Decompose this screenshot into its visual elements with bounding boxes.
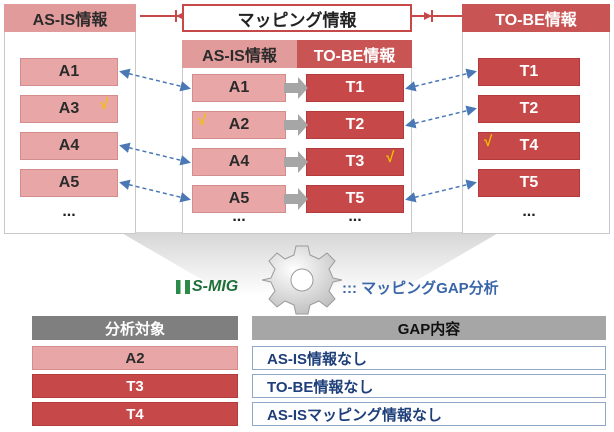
mapping-arrows: [284, 77, 308, 210]
map-asis-more: ...: [232, 208, 246, 225]
mapping-title: マッピング情報: [182, 4, 412, 32]
dashed-links: [119, 68, 477, 203]
gray-right-arrow: [284, 114, 308, 136]
asis-item-a1: A1: [20, 58, 118, 86]
logo-mark-icon: [176, 280, 190, 294]
table-header-target: 分析対象: [32, 316, 238, 340]
tobe-item-t2: T2: [478, 95, 580, 123]
table-row-gap: AS-IS情報なし: [252, 346, 606, 370]
s-mig-logo: S-MIG: [176, 276, 254, 298]
tobe-item-t4: T4: [478, 132, 580, 160]
check-mark-icon: √: [386, 149, 395, 166]
mapping-tobe-header: TO-BE情報: [297, 40, 412, 68]
map-tobe-more: ...: [348, 208, 362, 225]
dashed-double-arrow: [119, 142, 191, 166]
map-tobe-t1: T1: [306, 74, 404, 102]
check-mark-icon: √: [100, 96, 109, 113]
asis-panel-header: AS-IS情報: [4, 4, 136, 32]
map-tobe-t2: T2: [306, 111, 404, 139]
dashed-double-arrow: [405, 105, 477, 129]
map-asis-a4: A4: [192, 148, 286, 176]
table-row-gap: AS-ISマッピング情報なし: [252, 402, 606, 426]
gray-right-arrow: [284, 151, 308, 173]
check-mark-icon: √: [198, 112, 207, 129]
tobe-panel-header: TO-BE情報: [462, 4, 610, 32]
asis-item-a3: A3: [20, 95, 118, 123]
tobe-item-t1: T1: [478, 58, 580, 86]
dashed-double-arrow: [405, 179, 477, 203]
table-row-target: A2: [32, 346, 238, 370]
logo-text: S-MIG: [192, 278, 239, 295]
table-header-gap: GAP内容: [252, 316, 606, 340]
check-mark-icon: √: [484, 133, 493, 150]
asis-item-a4: A4: [20, 132, 118, 160]
map-asis-a1: A1: [192, 74, 286, 102]
tobe-item-t5: T5: [478, 169, 580, 197]
gray-right-arrow: [284, 77, 308, 99]
map-tobe-t5: T5: [306, 185, 404, 213]
gray-right-arrow: [284, 188, 308, 210]
gear-icon: [262, 245, 342, 315]
table-row-target: T4: [32, 402, 238, 426]
map-tobe-t3: T3: [306, 148, 404, 176]
mapping-asis-header: AS-IS情報: [182, 40, 297, 68]
table-row-gap: TO-BE情報なし: [252, 374, 606, 398]
dashed-double-arrow: [405, 68, 477, 92]
gap-analysis-caption: ::: マッピングGAP分析: [342, 280, 499, 297]
table-row-target: T3: [32, 374, 238, 398]
dashed-double-arrow: [119, 179, 191, 203]
asis-item-a5: A5: [20, 169, 118, 197]
tobe-more: ...: [522, 203, 536, 220]
asis-more: ...: [62, 203, 76, 220]
map-asis-a2: A2: [192, 111, 286, 139]
dashed-double-arrow: [119, 68, 191, 92]
